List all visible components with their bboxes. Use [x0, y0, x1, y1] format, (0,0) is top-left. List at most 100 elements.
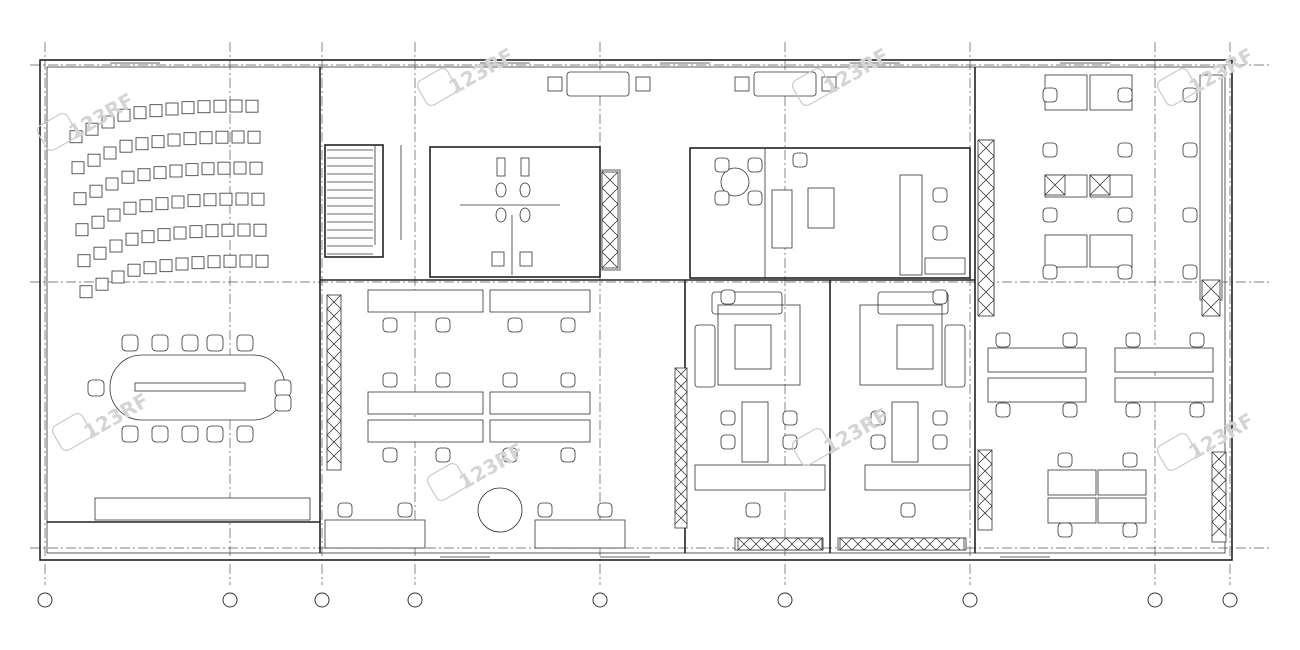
office-chair: [1042, 142, 1058, 158]
auditorium-seat: [233, 161, 247, 175]
workstation-desk: [1097, 469, 1147, 496]
office-chair: [932, 289, 948, 305]
open-office-workstations: [324, 74, 1223, 549]
auditorium-seat: [123, 201, 137, 215]
auditorium-seat: [157, 228, 171, 242]
auditorium-seat: [125, 232, 139, 246]
auditorium-seat: [215, 130, 229, 144]
office-chair: [397, 502, 413, 518]
office-chair: [337, 502, 353, 518]
auditorium-seat: [109, 239, 123, 253]
auditorium-seat: [173, 226, 187, 240]
office-chair: [382, 317, 398, 333]
grid-bubbles: [37, 592, 1238, 608]
storage-cabinet: [977, 139, 995, 317]
office-chair: [1117, 264, 1133, 280]
staircase: [324, 144, 402, 258]
auditorium-seat: [205, 224, 219, 238]
office-chair: [1125, 332, 1141, 348]
office-chair: [1062, 402, 1078, 418]
workstation-desk: [367, 289, 484, 313]
office-chair: [1122, 522, 1138, 538]
office-chair: [792, 152, 808, 168]
workstation-desk: [324, 519, 426, 549]
watermark-logo: 123RF: [416, 43, 518, 107]
auditorium-seat: [185, 163, 199, 177]
auditorium-seat: [101, 115, 115, 129]
office-chair: [1189, 402, 1205, 418]
auditorium-seat: [219, 192, 233, 206]
workstation-desk: [489, 391, 591, 415]
office-chair: [714, 157, 730, 173]
office-chair: [995, 402, 1011, 418]
office-chair: [870, 434, 886, 450]
office-chair: [537, 502, 553, 518]
office-chair: [1057, 452, 1073, 468]
workstation-desk: [1089, 234, 1133, 268]
workstation-desk: [1044, 234, 1088, 268]
office-chair: [1182, 264, 1198, 280]
office-chair: [745, 502, 761, 518]
auditorium-seat: [255, 254, 269, 268]
auditorium-seat: [249, 161, 263, 175]
auditorium-seat: [119, 139, 133, 153]
auditorium-seat: [159, 259, 173, 273]
office-chair: [870, 410, 886, 426]
workstation-desk: [1047, 469, 1097, 496]
auditorium-seat: [183, 132, 197, 146]
auditorium-seat: [181, 101, 195, 115]
grid-bubble: [962, 592, 978, 608]
grid-bubble: [1222, 592, 1238, 608]
office-chair: [1042, 264, 1058, 280]
watermark-logo: 123RF: [51, 388, 153, 452]
auditorium-seat: [221, 223, 235, 237]
auditorium-seat: [107, 208, 121, 222]
auditorium-seat: [239, 254, 253, 268]
auditorium-seat: [71, 161, 85, 175]
office-chair: [720, 410, 736, 426]
watermark-logo: 123RF: [1156, 408, 1258, 472]
auditorium-seat: [207, 255, 221, 269]
storage-cabinet: [1044, 174, 1066, 196]
office-chair: [435, 317, 451, 333]
auditorium-seat: [139, 199, 153, 213]
workstation-desk: [1199, 74, 1223, 301]
auditorium-seat: [85, 122, 99, 136]
auditorium-seat: [231, 130, 245, 144]
office-chair: [382, 372, 398, 388]
auditorium-seat: [141, 230, 155, 244]
auditorium-seat: [127, 263, 141, 277]
office-chair: [1117, 142, 1133, 158]
restroom: [429, 146, 621, 278]
grid-bubble: [37, 592, 53, 608]
office-chair: [1057, 522, 1073, 538]
auditorium-seat: [87, 153, 101, 167]
auditorium-seat: [75, 223, 89, 237]
auditorium-seat: [135, 137, 149, 151]
workstation-desk: [1047, 497, 1097, 524]
lobby-sofas: [547, 71, 837, 97]
auditorium-seat: [213, 99, 227, 113]
auditorium-seat: [95, 277, 109, 291]
office-chair: [932, 410, 948, 426]
workstation-desk: [1114, 347, 1214, 373]
auditorium-seat: [137, 168, 151, 182]
office-chair: [1182, 142, 1198, 158]
storage-cabinet: [839, 537, 965, 551]
auditorium-seat: [91, 215, 105, 229]
office-chair: [1042, 207, 1058, 223]
auditorium-seat: [153, 166, 167, 180]
office-chair: [747, 157, 763, 173]
watermark-text: 123RF: [455, 438, 528, 494]
office-chair: [720, 289, 736, 305]
office-chair: [995, 332, 1011, 348]
office-chair: [1122, 452, 1138, 468]
office-chair: [1062, 332, 1078, 348]
auditorium-seat: [79, 285, 93, 299]
workstation-desk: [489, 289, 591, 313]
auditorium-seat: [175, 257, 189, 271]
auditorium-seat: [229, 99, 243, 113]
grid-bubble: [314, 592, 330, 608]
